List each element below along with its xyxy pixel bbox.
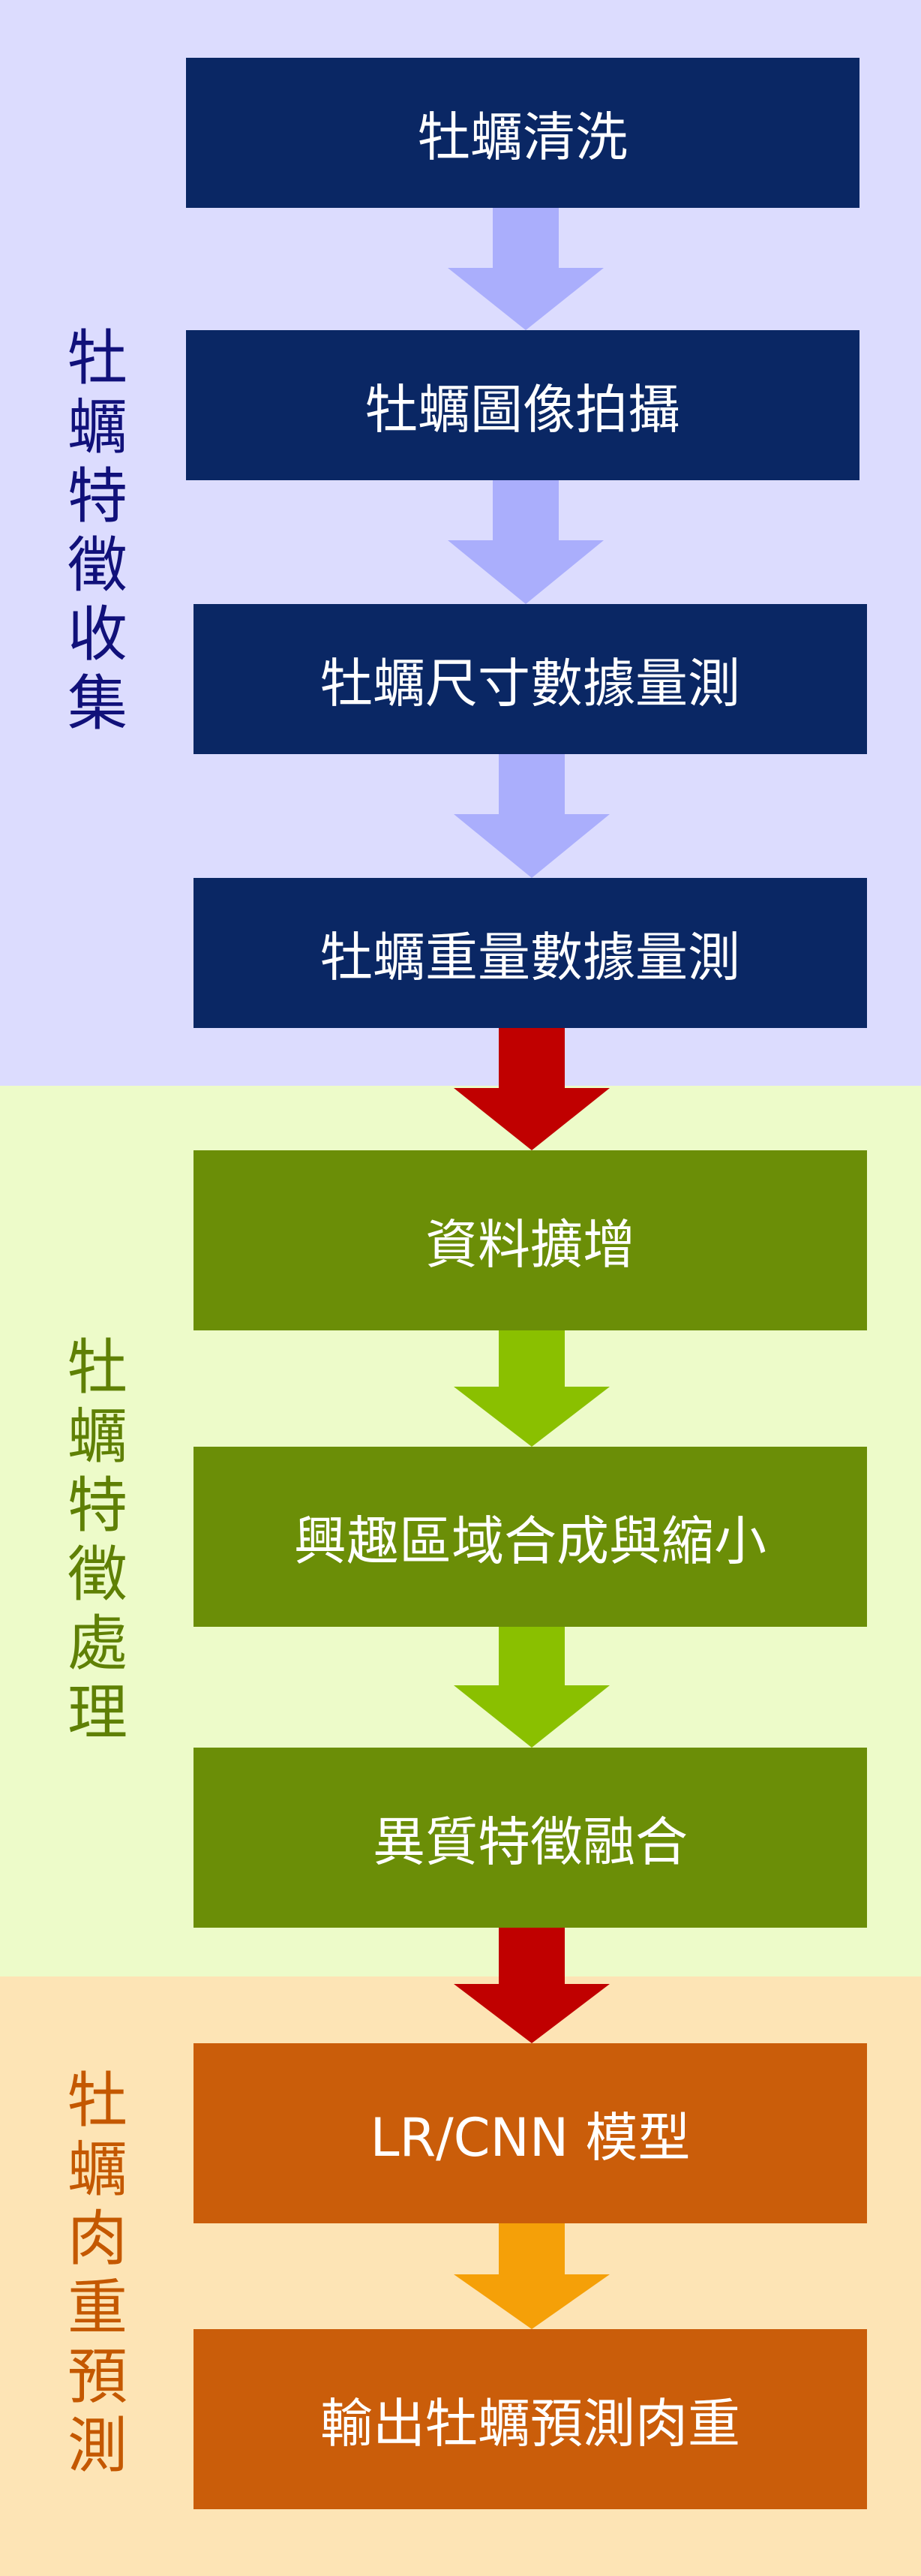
step-lr-cnn-model: LR/CNN 模型: [194, 2043, 867, 2223]
step-size-measurement: 牡蠣尺寸數據量測: [194, 604, 867, 754]
step-oyster-imaging: 牡蠣圖像拍攝: [186, 330, 860, 480]
arrow-down-icon: [454, 1928, 610, 2043]
step-data-augmentation: 資料擴增: [194, 1150, 867, 1330]
arrow-down-icon: [448, 480, 604, 604]
step-feature-fusion: 異質特徵融合: [194, 1748, 867, 1928]
arrow-down-icon: [454, 2223, 610, 2329]
arrow-down-icon: [448, 208, 604, 330]
arrow-down-icon: [454, 1627, 610, 1748]
section-label-processing: 牡 蠣 特 徵 處 理: [68, 1333, 128, 1748]
step-roi-synthesis-resize: 興趣區域合成與縮小: [194, 1447, 867, 1627]
step-output-prediction: 輸出牡蠣預測肉重: [194, 2329, 867, 2509]
arrow-down-icon: [454, 1028, 610, 1150]
step-oyster-cleaning: 牡蠣清洗: [186, 58, 860, 208]
step-weight-measurement: 牡蠣重量數據量測: [194, 878, 867, 1028]
arrow-down-icon: [454, 1330, 610, 1447]
arrow-down-icon: [454, 754, 610, 878]
section-label-collection: 牡 蠣 特 徵 收 集: [68, 323, 128, 738]
section-label-prediction: 牡 蠣 肉 重 預 測: [68, 2066, 128, 2481]
